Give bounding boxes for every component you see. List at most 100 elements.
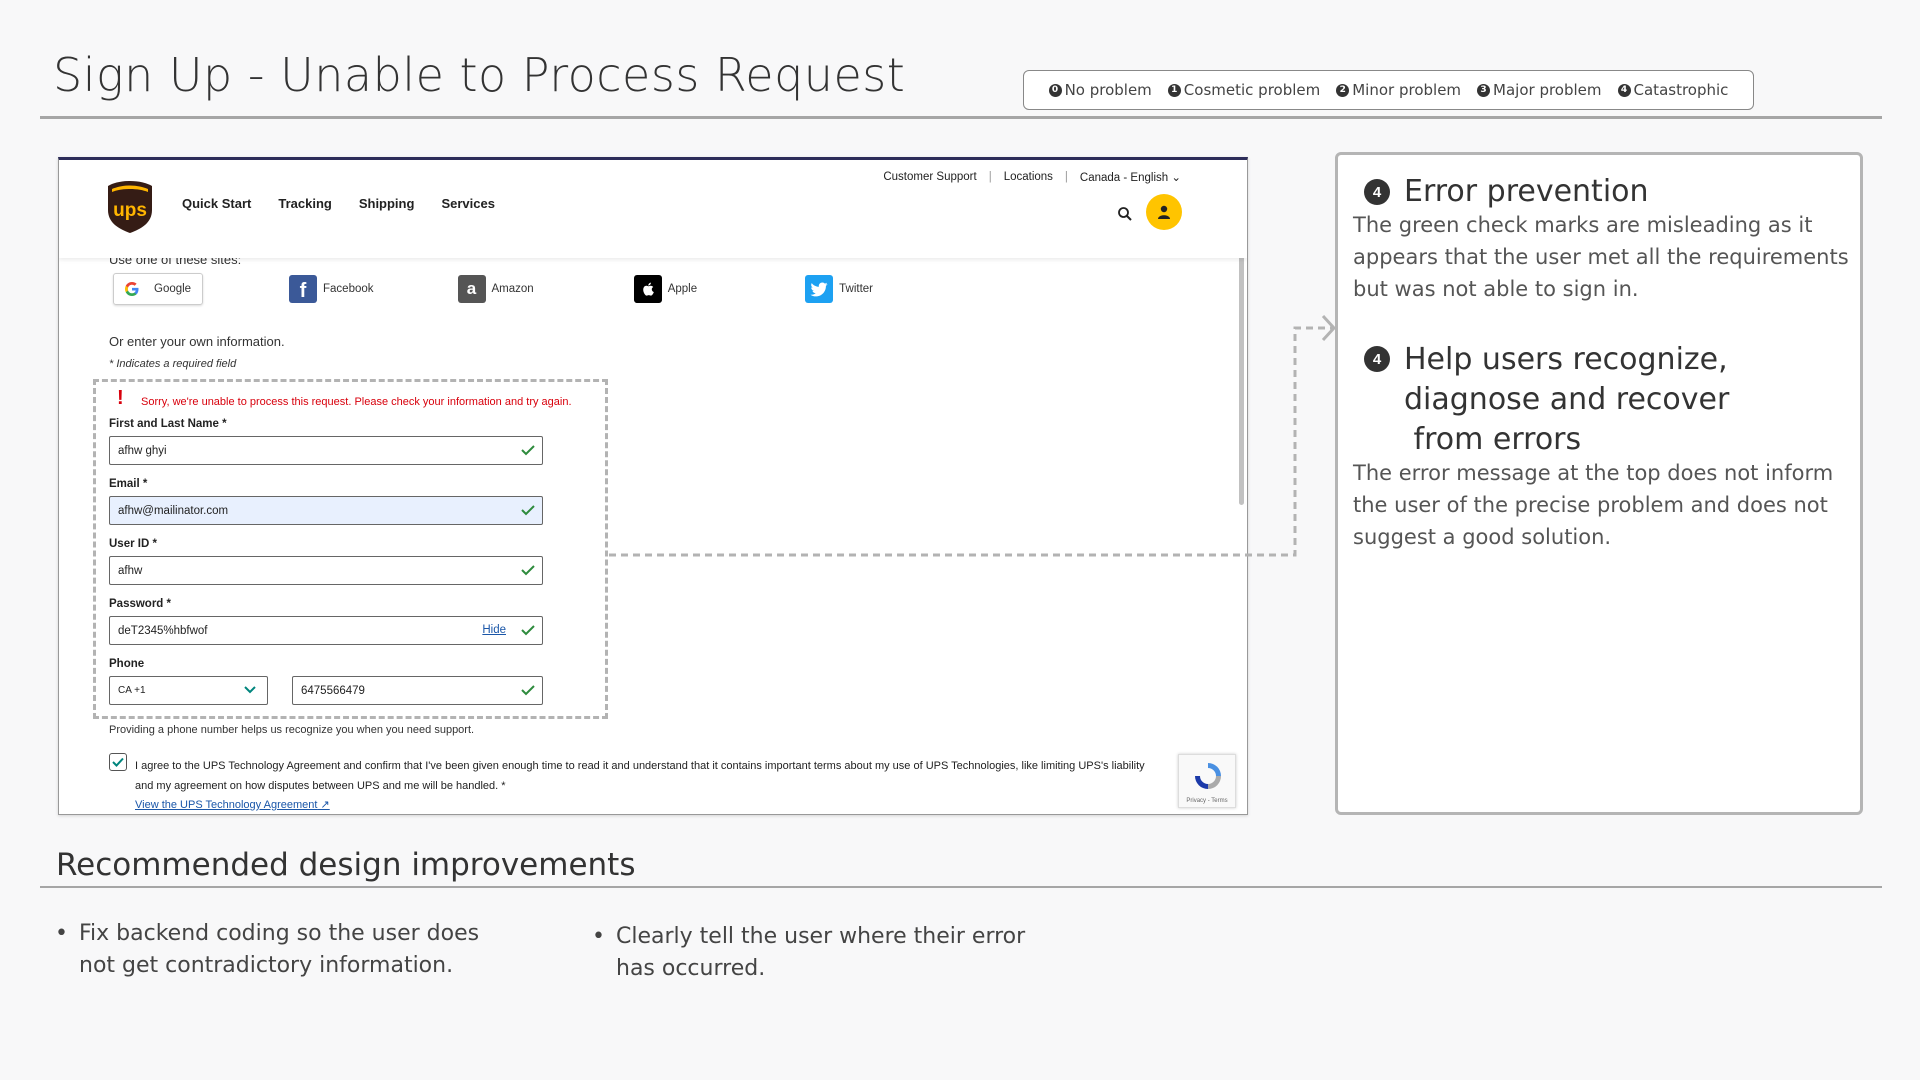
- error-alert-icon: !: [117, 387, 124, 409]
- locations-link[interactable]: Locations: [1003, 171, 1053, 183]
- required-note: * Indicates a required field: [109, 358, 237, 370]
- agreement-link[interactable]: View the UPS Technology Agreement ↗: [135, 798, 330, 811]
- recaptcha-text: Privacy - Terms: [1186, 798, 1228, 804]
- main-nav: Quick Start Tracking Shipping Services: [182, 196, 495, 211]
- name-value: afhw ghyi: [118, 444, 167, 457]
- utility-nav: Customer Support | Locations | Canada - …: [883, 170, 1181, 184]
- green-check-icon: [521, 565, 535, 576]
- amazon-icon: a: [457, 275, 486, 303]
- own-info-heading: Or enter your own information.: [109, 334, 285, 349]
- recommendation-item: Clearly tell the user where their error …: [592, 921, 1032, 985]
- language-label: Canada - English: [1079, 172, 1169, 184]
- external-link-icon: ↗: [320, 799, 330, 811]
- page-title: Sign Up - Unable to Process Request: [53, 48, 906, 102]
- legend-label: Cosmetic problem: [1183, 81, 1321, 99]
- agreement-checkbox[interactable]: [109, 753, 127, 771]
- google-label: Google: [154, 283, 192, 295]
- heuristic-body: The error message at the top does not in…: [1353, 461, 1834, 549]
- error-message: Sorry, we're unable to process this requ…: [141, 396, 572, 408]
- ups-logo[interactable]: ups: [107, 180, 153, 234]
- agreement-text: I agree to the UPS Technology Agreement …: [135, 760, 1145, 792]
- heuristic-title-line: Help users recognize,: [1404, 342, 1728, 377]
- email-value: afhw@mailinator.com: [118, 504, 229, 517]
- svg-text:ups: ups: [113, 200, 147, 221]
- heuristic-body: The green check marks are misleading as …: [1353, 213, 1849, 301]
- severity-4-icon: 4: [1364, 346, 1390, 372]
- severity-4-icon: 4: [1617, 83, 1631, 97]
- heuristic-title: Error prevention: [1404, 174, 1649, 209]
- search-icon[interactable]: [1117, 206, 1133, 222]
- green-check-icon: [521, 445, 535, 456]
- phone-label: Phone: [109, 658, 145, 670]
- nav-tracking[interactable]: Tracking: [278, 196, 332, 211]
- password-field[interactable]: deT2345%hbfwof Hide: [109, 616, 543, 645]
- legend-label: No problem: [1064, 81, 1152, 99]
- heuristic-title: Help users recognize, diagnose and recov…: [1404, 340, 1784, 460]
- chevron-down-icon: [244, 686, 256, 694]
- twitter-login-button[interactable]: Twitter: [805, 273, 873, 305]
- recaptcha-badge[interactable]: Privacy - Terms: [1178, 754, 1236, 808]
- ups-header: ups Quick Start Tracking Shipping Servic…: [59, 160, 1247, 258]
- separator: |: [988, 171, 992, 183]
- legend-label: Major problem: [1493, 81, 1602, 99]
- email-field[interactable]: afhw@mailinator.com: [109, 496, 543, 525]
- hide-password-link[interactable]: Hide: [482, 624, 506, 636]
- severity-3-icon: 3: [1477, 83, 1491, 97]
- amazon-login-button[interactable]: a Amazon: [457, 273, 534, 305]
- name-field[interactable]: afhw ghyi: [109, 436, 543, 465]
- password-label: Password *: [109, 598, 171, 610]
- twitter-icon: [805, 275, 834, 303]
- green-check-icon: [521, 505, 535, 516]
- twitter-label: Twitter: [839, 283, 873, 295]
- password-value: deT2345%hbfwof: [118, 624, 208, 637]
- ups-signup-screenshot: ups Quick Start Tracking Shipping Servic…: [58, 157, 1248, 815]
- severity-0-icon: 0: [1048, 83, 1062, 97]
- facebook-icon: f: [289, 275, 317, 303]
- title-divider: [40, 116, 1882, 119]
- phone-field[interactable]: 6475566479: [292, 676, 543, 705]
- heuristics-panel: 4 Error prevention The green check marks…: [1335, 152, 1863, 815]
- heuristic-title-line: diagnose and recover: [1404, 382, 1730, 417]
- email-label: Email *: [109, 478, 148, 490]
- apple-label: Apple: [667, 283, 698, 295]
- apple-icon: [633, 275, 662, 303]
- recaptcha-icon: [1195, 763, 1221, 789]
- facebook-login-button[interactable]: f Facebook: [289, 273, 374, 305]
- severity-1-icon: 1: [1167, 83, 1181, 97]
- country-code-select[interactable]: CA +1: [109, 676, 268, 705]
- amazon-label: Amazon: [491, 283, 534, 295]
- error-highlight-box: [93, 379, 608, 719]
- language-selector[interactable]: Canada - English ⌄: [1080, 170, 1181, 184]
- apple-login-button[interactable]: Apple: [633, 273, 698, 305]
- userid-field[interactable]: afhw: [109, 556, 543, 585]
- heuristic-title-line: from errors: [1404, 422, 1582, 457]
- userid-value: afhw: [118, 564, 143, 577]
- legend-label: Minor problem: [1352, 81, 1462, 99]
- facebook-label: Facebook: [323, 283, 374, 295]
- phone-value: 6475566479: [301, 684, 365, 697]
- severity-2-icon: 2: [1336, 83, 1350, 97]
- scrollbar-thumb[interactable]: [1239, 224, 1244, 505]
- person-icon: [1158, 205, 1170, 219]
- phone-note: Providing a phone number helps us recogn…: [109, 724, 475, 736]
- google-icon: [125, 282, 139, 296]
- green-check-icon: [521, 625, 535, 636]
- account-icon[interactable]: [1146, 194, 1182, 230]
- customer-support-link[interactable]: Customer Support: [883, 171, 977, 183]
- nav-quick-start[interactable]: Quick Start: [182, 196, 252, 211]
- social-login-row: Google f Facebook a Amazon Apple Twitter: [113, 273, 873, 305]
- separator: |: [1064, 171, 1068, 183]
- google-login-button[interactable]: Google: [113, 273, 203, 305]
- recommendations-divider: [40, 886, 1882, 888]
- legend-label: Catastrophic: [1633, 81, 1729, 99]
- green-check-icon: [521, 685, 535, 696]
- recommendation-item: Fix backend coding so the user does not …: [55, 918, 495, 982]
- chevron-down-icon: ⌄: [1171, 172, 1181, 184]
- nav-shipping[interactable]: Shipping: [358, 196, 415, 211]
- nav-services[interactable]: Services: [441, 196, 495, 211]
